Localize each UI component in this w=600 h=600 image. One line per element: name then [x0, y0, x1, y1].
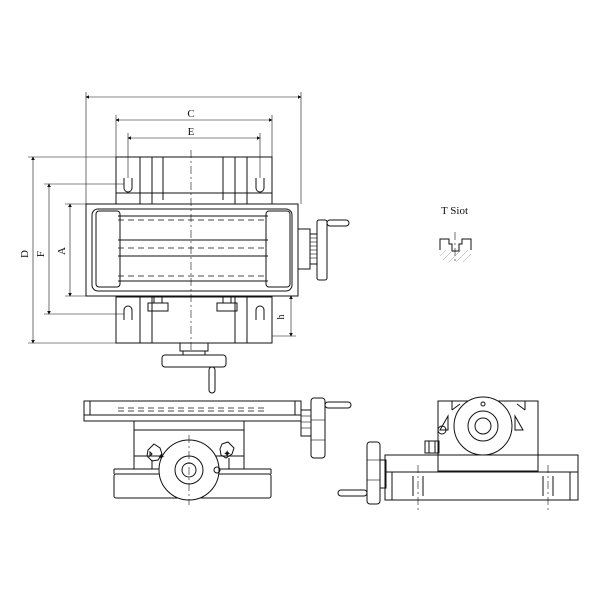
side-handle [337, 489, 368, 497]
slot-top-left [123, 178, 133, 193]
label-tslot: T Siot [441, 205, 468, 217]
front-view: ✦ ✦ [83, 397, 352, 505]
side-lock [424, 440, 440, 454]
side-base [384, 471, 579, 501]
label-a: A [56, 247, 68, 255]
lock-knob-right [219, 441, 235, 459]
handwheel-y [161, 354, 227, 368]
slot-bottom-left [123, 305, 133, 320]
label-f: F [35, 251, 47, 257]
label-c: C [187, 108, 194, 120]
t-slot-detail: T Siot [439, 205, 472, 263]
label-h: h [276, 315, 287, 320]
handle-x [326, 219, 350, 227]
handle-y [208, 366, 216, 394]
side-view [337, 396, 579, 510]
handwheel-x [316, 219, 328, 281]
svg-text:✦: ✦ [157, 452, 165, 463]
front-handle [324, 401, 352, 409]
front-handwheel [310, 397, 326, 459]
svg-text:✦: ✦ [223, 449, 231, 460]
lock-knob-left [146, 443, 163, 462]
side-saddle [384, 454, 579, 473]
t-slot-profile [439, 238, 472, 252]
slot-top-right [255, 178, 265, 193]
top-view: C E D F A h [19, 92, 350, 394]
label-e: E [188, 126, 195, 138]
side-handwheel [366, 441, 381, 505]
slot-bottom-right [255, 305, 265, 320]
label-d: D [19, 250, 31, 258]
